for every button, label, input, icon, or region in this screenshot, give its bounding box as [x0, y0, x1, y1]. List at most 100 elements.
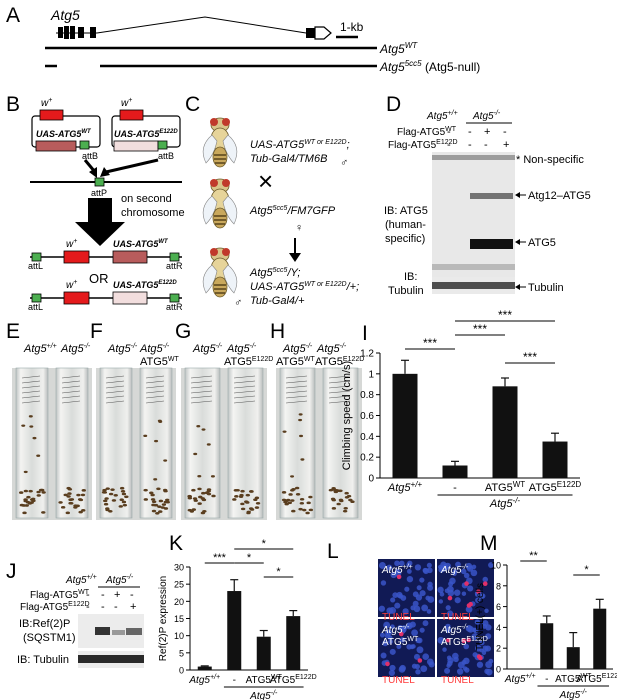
tunel-positive-cell: [445, 637, 451, 643]
fly-dot: [66, 495, 71, 498]
tunel-positive-cell: [464, 581, 469, 586]
panel-label-j: J: [6, 560, 17, 583]
fly-dot: [281, 491, 287, 494]
e-header-2: Atg5-/-: [60, 343, 91, 355]
fly-dot: [121, 492, 127, 496]
j-flag-wt-label: Flag-ATG5WT: [30, 589, 90, 601]
wt-allele-label: Atg5WT: [379, 41, 418, 56]
fly-dot: [102, 488, 107, 492]
fly-dot: [161, 503, 167, 506]
panel-label-d: D: [386, 93, 402, 116]
fly-dot: [330, 497, 336, 501]
svg-text:+: +: [130, 601, 136, 613]
svg-text:-: -: [86, 601, 90, 613]
x-tick-label: Atg5+/+: [188, 674, 220, 686]
fly-dot: [299, 497, 305, 501]
f-header-2a: Atg5-/-: [139, 343, 170, 355]
fly-dot: [193, 452, 198, 456]
fly-dot: [290, 475, 295, 478]
fly-dot: [121, 500, 127, 504]
fly-dot: [238, 495, 244, 498]
y-axis-label: Ref(2)P expression: [158, 576, 169, 661]
vial: [184, 367, 221, 519]
fly-dot: [254, 506, 260, 509]
fly-dot: [119, 486, 125, 490]
svg-text:+: +: [484, 126, 490, 138]
y-tick-label: 0.8: [360, 390, 374, 401]
fly-dot: [253, 498, 258, 501]
fly-dot: [187, 508, 192, 512]
fly-dot: [343, 506, 348, 510]
panel-label-k: K: [169, 532, 183, 555]
attb-label-2: attB: [158, 151, 174, 161]
attl-label-1: attL: [28, 261, 43, 271]
y-tick-label: 10: [174, 631, 184, 641]
bar: [492, 386, 518, 478]
d-ib1b-label: (human-: [385, 219, 426, 231]
x-tick-label: ATG5E122D: [576, 673, 617, 685]
tunel-positive-cell: [447, 595, 453, 601]
tunel-positive-cell: [476, 654, 482, 659]
fly-dot: [202, 509, 207, 513]
fly-dot: [105, 507, 110, 510]
utr-arrow: [314, 26, 332, 40]
fly-dot: [328, 488, 334, 492]
significance-label: ***: [498, 308, 512, 322]
fly-dot: [163, 489, 168, 493]
fly-dot: [165, 498, 170, 502]
fly-dot: [282, 430, 287, 433]
fly-dot: [281, 498, 287, 502]
fly-dot: [124, 495, 129, 499]
y-tick-label: 1.2: [360, 349, 374, 360]
fly-dot: [26, 495, 31, 499]
fly-dot: [191, 488, 196, 492]
tunel-positive-cell: [466, 637, 471, 643]
fly-dot: [240, 502, 245, 506]
fly-dot: [246, 511, 251, 515]
fly-dot: [197, 502, 202, 505]
d-nonspecific-label: * Non-specific: [516, 154, 584, 166]
j-ib2-label: IB: Tubulin: [17, 654, 69, 666]
fly-dot: [240, 489, 245, 493]
fly-dot: [41, 511, 46, 514]
panel-label-g: G: [175, 320, 192, 343]
j-wt-header: Atg5+/+: [65, 574, 97, 586]
fly-dot: [344, 491, 349, 495]
h-header-1b: Atg5-/-: [316, 343, 347, 355]
significance-label: ***: [473, 322, 487, 336]
j-row2-signs: - - - +: [86, 601, 136, 613]
fly-dot: [143, 488, 148, 492]
fly-dot: [65, 511, 70, 515]
fly-dot: [110, 488, 115, 491]
fly-dot: [338, 498, 344, 502]
svg-text:-: -: [468, 139, 472, 151]
d-atg5-label: ATG5: [528, 237, 556, 249]
attr-label-2: attR: [166, 302, 183, 312]
l-tunel-3: TUNEL: [382, 675, 415, 686]
big-down-arrow: [75, 198, 125, 246]
svg-text:-: -: [447, 139, 451, 151]
svg-text:w+: w+: [66, 279, 77, 291]
cross-line-1b: Tub-Gal4/TM6B: [250, 153, 327, 165]
svg-text:-: -: [114, 601, 118, 613]
cross-line-3a: Atg55cc5/Y;: [249, 267, 300, 279]
fly-dot: [75, 504, 80, 508]
fly-dot: [245, 493, 251, 497]
bar: [197, 666, 212, 670]
bar: [286, 616, 301, 670]
fly-dot: [156, 487, 161, 491]
j-ib1-label: IB:Ref(2)P: [19, 618, 70, 630]
fly-dot: [331, 507, 337, 510]
panel-label-i: I: [362, 322, 368, 345]
panel-label-b: B: [6, 93, 21, 116]
fly-dot: [108, 492, 114, 496]
x-tick-label: ATG5E122D: [529, 480, 582, 494]
w-plus-label-1: w+: [41, 97, 52, 109]
fly-dot: [299, 501, 305, 505]
fly-dot: [122, 503, 128, 507]
fly-dot: [344, 495, 350, 499]
l-tunel-1: TUNEL: [382, 612, 415, 623]
fly-dot: [299, 434, 304, 438]
d-ib1-label: IB: ATG5: [384, 205, 428, 217]
